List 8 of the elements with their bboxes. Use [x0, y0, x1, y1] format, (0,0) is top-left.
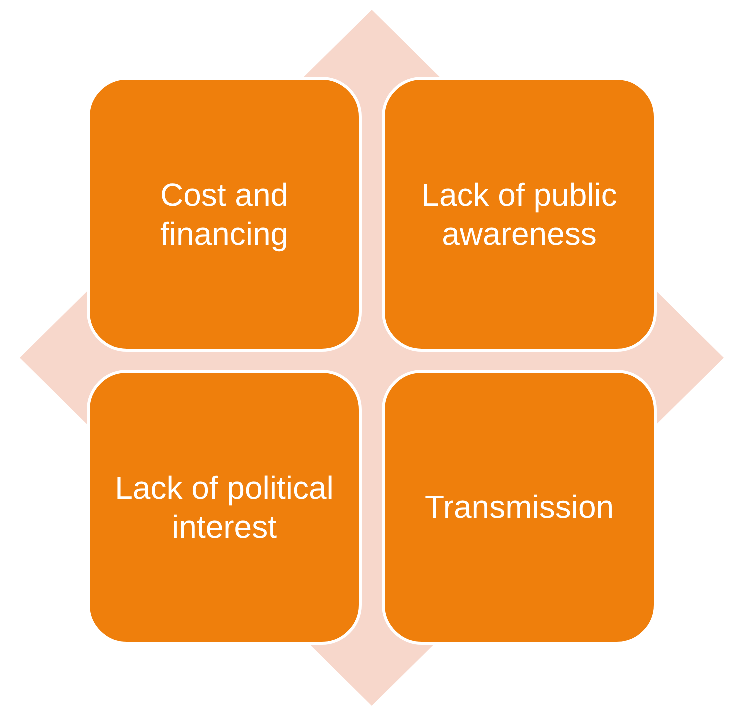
rounded-box [382, 370, 657, 645]
box-label: Lack of public awareness [420, 176, 618, 253]
box-label: Cost and financing [159, 176, 290, 253]
rounded-box [87, 370, 362, 645]
rounded-box [87, 77, 362, 352]
box-label: Lack of political interest [114, 469, 335, 546]
rounded-box [382, 77, 657, 352]
box-label: Transmission [424, 488, 614, 527]
